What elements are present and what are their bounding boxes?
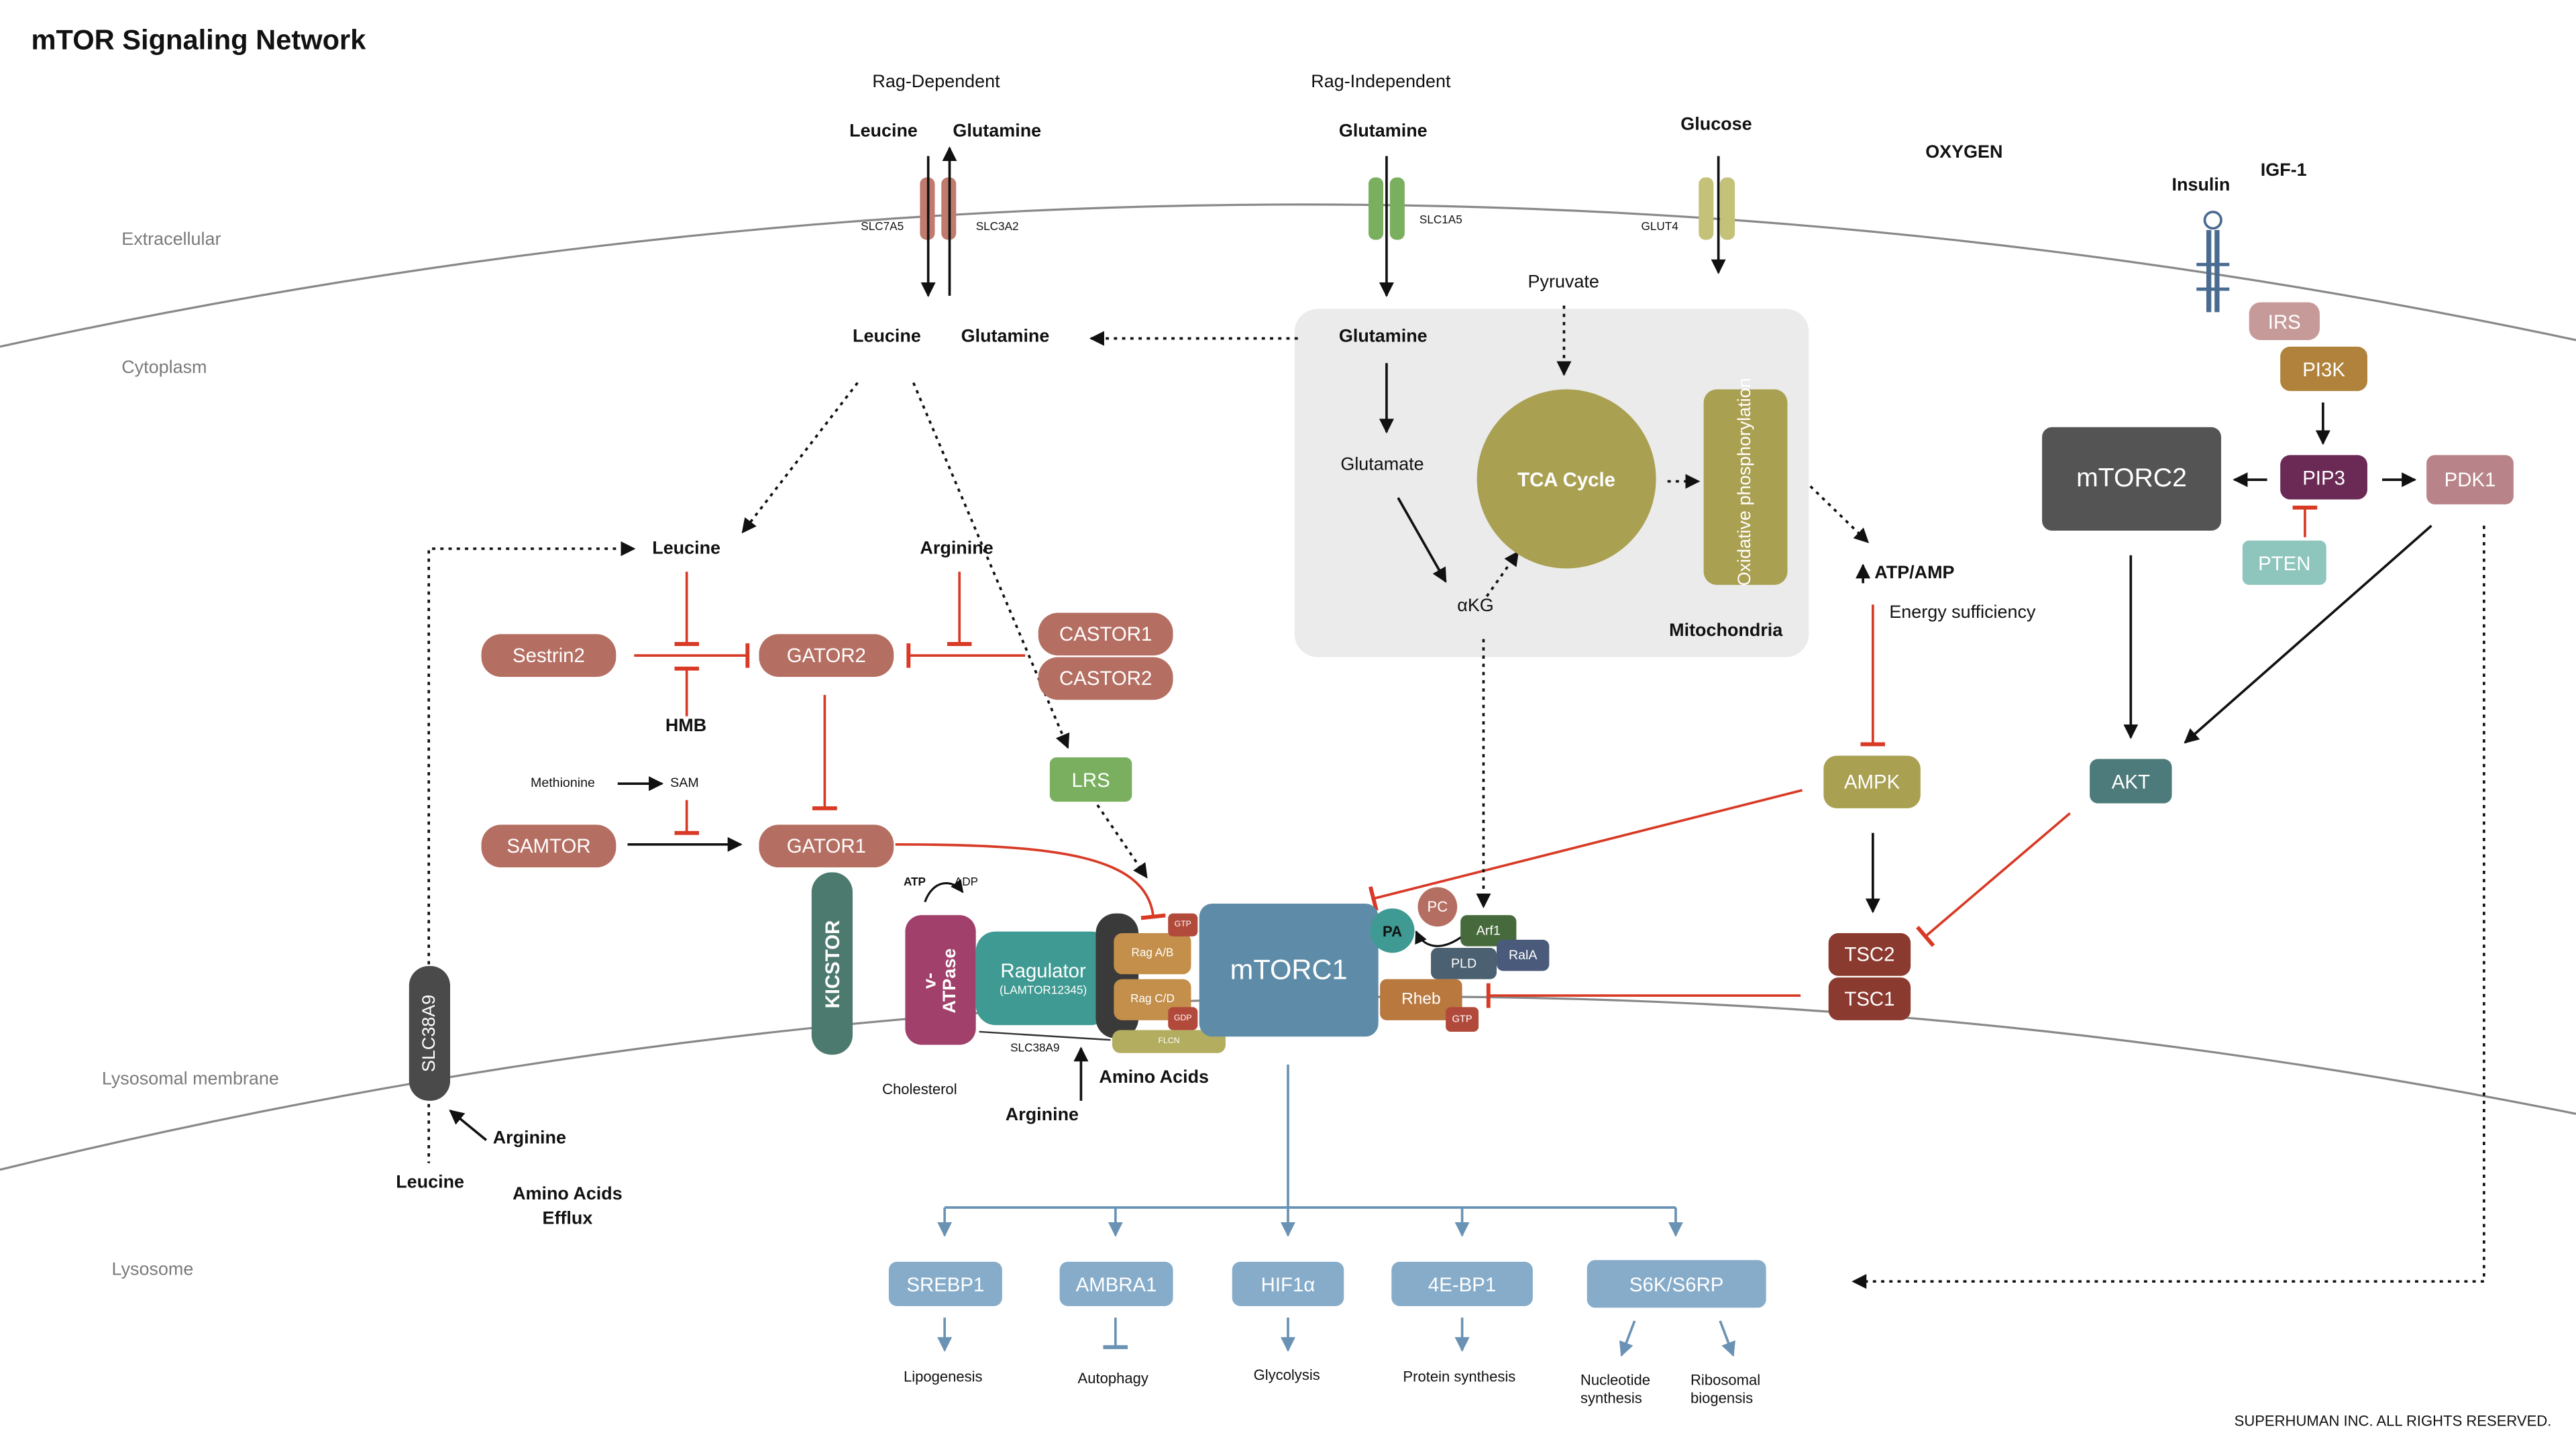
process-nucleotide-synthesis: Nucleotide synthesis <box>1580 1371 1651 1407</box>
process-protein-synthesis: Protein synthesis <box>1403 1368 1516 1385</box>
leucine-sensor-input: Leucine <box>652 539 721 559</box>
oxphos-label: Oxidative phosphorylation <box>1734 378 1755 586</box>
irs-node[interactable]: IRS <box>2249 302 2320 340</box>
energy-sufficiency-label: Energy sufficiency <box>1889 602 2036 623</box>
ragulator-label: Ragulator <box>1000 959 1086 983</box>
oxidative-phosphorylation: Oxidative phosphorylation <box>1703 378 1788 586</box>
region-lysosome: Lysosome <box>111 1260 194 1280</box>
methionine-label: Methionine <box>531 775 595 790</box>
slc38a9-small-label: SLC38A9 <box>1010 1043 1060 1055</box>
igf1-label: IGF-1 <box>2260 161 2307 181</box>
output-hif1a[interactable]: HIF1α <box>1232 1261 1344 1306</box>
insulin-label: Insulin <box>2171 176 2231 196</box>
mitochondria-label: Mitochondria <box>1669 621 1783 641</box>
copyright: SUPERHUMAN INC. ALL RIGHTS RESERVED. <box>2234 1413 2552 1430</box>
v-atpase-node[interactable]: v-ATPase <box>905 915 976 1045</box>
arginine-sensor-input: Arginine <box>920 539 994 559</box>
pip3-node[interactable]: PIP3 <box>2280 455 2367 500</box>
region-extracellular: Extracellular <box>121 229 221 250</box>
plasma-membrane <box>0 203 2576 348</box>
tca-cycle: TCA Cycle <box>1477 389 1656 569</box>
v-atpase-label: v-ATPase <box>920 947 961 1013</box>
cytoplasm-leucine: Leucine <box>853 327 921 347</box>
rag-independent-header: Rag-Independent <box>1311 72 1451 93</box>
extracellular-glucose: Glucose <box>1680 115 1752 135</box>
ragulator-sub-label: (LAMTOR12345) <box>999 985 1087 998</box>
gator1-node[interactable]: GATOR1 <box>759 824 894 868</box>
rag-dependent-header: Rag-Dependent <box>872 72 1000 93</box>
atp-label: ATP <box>903 877 926 889</box>
arginine-lysosome-label: Arginine <box>1005 1106 1079 1126</box>
tsc2-node[interactable]: TSC2 <box>1828 933 1911 976</box>
pyruvate-label: Pyruvate <box>1527 272 1599 292</box>
sam-label: SAM <box>670 775 699 790</box>
mito-glutamine: Glutamine <box>1338 327 1428 347</box>
slc7a5-label: SLC7A5 <box>861 221 904 233</box>
akt-node[interactable]: AKT <box>2090 759 2172 804</box>
glut4-transporter <box>1699 177 1735 240</box>
pten-node[interactable]: PTEN <box>2242 540 2326 585</box>
rag-ab-gtp: GTP <box>1168 913 1198 936</box>
process-glycolysis: Glycolysis <box>1253 1366 1320 1384</box>
output-s6k[interactable]: S6K/S6RP <box>1587 1260 1766 1308</box>
slc3a2-label: SLC3A2 <box>975 221 1019 233</box>
extracellular-glutamine-2: Glutamine <box>1338 121 1428 142</box>
cholesterol-label: Cholesterol <box>882 1081 957 1097</box>
output-4ebp1[interactable]: 4E-BP1 <box>1391 1261 1533 1306</box>
lrs-node[interactable]: LRS <box>1049 757 1132 802</box>
adp-label: ADP <box>954 877 979 889</box>
tsc1-node[interactable]: TSC1 <box>1828 977 1911 1020</box>
process-lipogenesis: Lipogenesis <box>903 1368 983 1385</box>
mtorc1-node[interactable]: mTORC1 <box>1199 903 1379 1037</box>
hmb-label: HMB <box>665 716 707 737</box>
glutamate-label: Glutamate <box>1340 455 1424 475</box>
samtor-node[interactable]: SAMTOR <box>481 824 616 868</box>
rheb-gtp: GTP <box>1446 1007 1479 1032</box>
insulin-receptor <box>2196 211 2230 313</box>
castor1-node[interactable]: CASTOR1 <box>1038 612 1173 656</box>
kicstor-node[interactable]: KICSTOR <box>811 872 853 1055</box>
tca-cycle-label: TCA Cycle <box>1517 467 1616 491</box>
akg-label: αKG <box>1457 596 1494 616</box>
process-autophagy: Autophagy <box>1077 1370 1148 1387</box>
extracellular-leucine: Leucine <box>849 121 918 142</box>
arginine-efflux-label: Arginine <box>492 1128 566 1148</box>
process-ribosomal-biogenesis: Ribosomal biogensis <box>1690 1371 1761 1407</box>
atp-amp-label: ATP/AMP <box>1874 564 1955 584</box>
pi3k-node[interactable]: PI3K <box>2280 346 2367 391</box>
pld-node[interactable]: PLD <box>1431 948 1497 979</box>
sestrin2-node[interactable]: Sestrin2 <box>481 634 616 677</box>
cytoplasm-glutamine: Glutamine <box>961 327 1050 347</box>
pc-node[interactable]: PC <box>1417 887 1458 927</box>
pa-node[interactable]: PA <box>1370 908 1415 953</box>
slc1a5-label: SLC1A5 <box>1419 215 1462 227</box>
oxygen-label: OXYGEN <box>1925 143 2003 163</box>
castor2-node[interactable]: CASTOR2 <box>1038 657 1173 700</box>
glut4-label: GLUT4 <box>1641 221 1678 233</box>
ampk-node[interactable]: AMPK <box>1823 755 1921 808</box>
rag-ab-node[interactable]: Rag A/B <box>1114 933 1191 975</box>
kicstor-label: KICSTOR <box>820 919 844 1008</box>
output-srebp1[interactable]: SREBP1 <box>888 1261 1002 1306</box>
page-title: mTOR Signaling Network <box>31 24 366 56</box>
slc38a9-node[interactable]: SLC38A9 <box>409 966 451 1101</box>
slc38a9-label: SLC38A9 <box>419 994 440 1073</box>
gator2-node[interactable]: GATOR2 <box>759 634 894 677</box>
pdk1-node[interactable]: PDK1 <box>2426 455 2514 504</box>
amino-acids-efflux-label: Amino Acids Efflux <box>513 1184 623 1230</box>
slc1a5-transporter <box>1368 177 1405 240</box>
region-cytoplasm: Cytoplasm <box>121 358 207 378</box>
output-ambra1[interactable]: AMBRA1 <box>1059 1261 1173 1306</box>
extracellular-glutamine: Glutamine <box>953 121 1042 142</box>
leucine-efflux-label: Leucine <box>396 1173 465 1193</box>
rag-cd-gdp: GDP <box>1168 1007 1198 1030</box>
region-lysosomal-membrane: Lysosomal membrane <box>101 1069 279 1089</box>
mtorc2-node[interactable]: mTORC2 <box>2042 427 2222 531</box>
ragulator-node[interactable]: Ragulator (LAMTOR12345) <box>975 931 1111 1026</box>
rala-node[interactable]: RalA <box>1497 939 1550 971</box>
amino-acids-label: Amino Acids <box>1099 1067 1210 1088</box>
